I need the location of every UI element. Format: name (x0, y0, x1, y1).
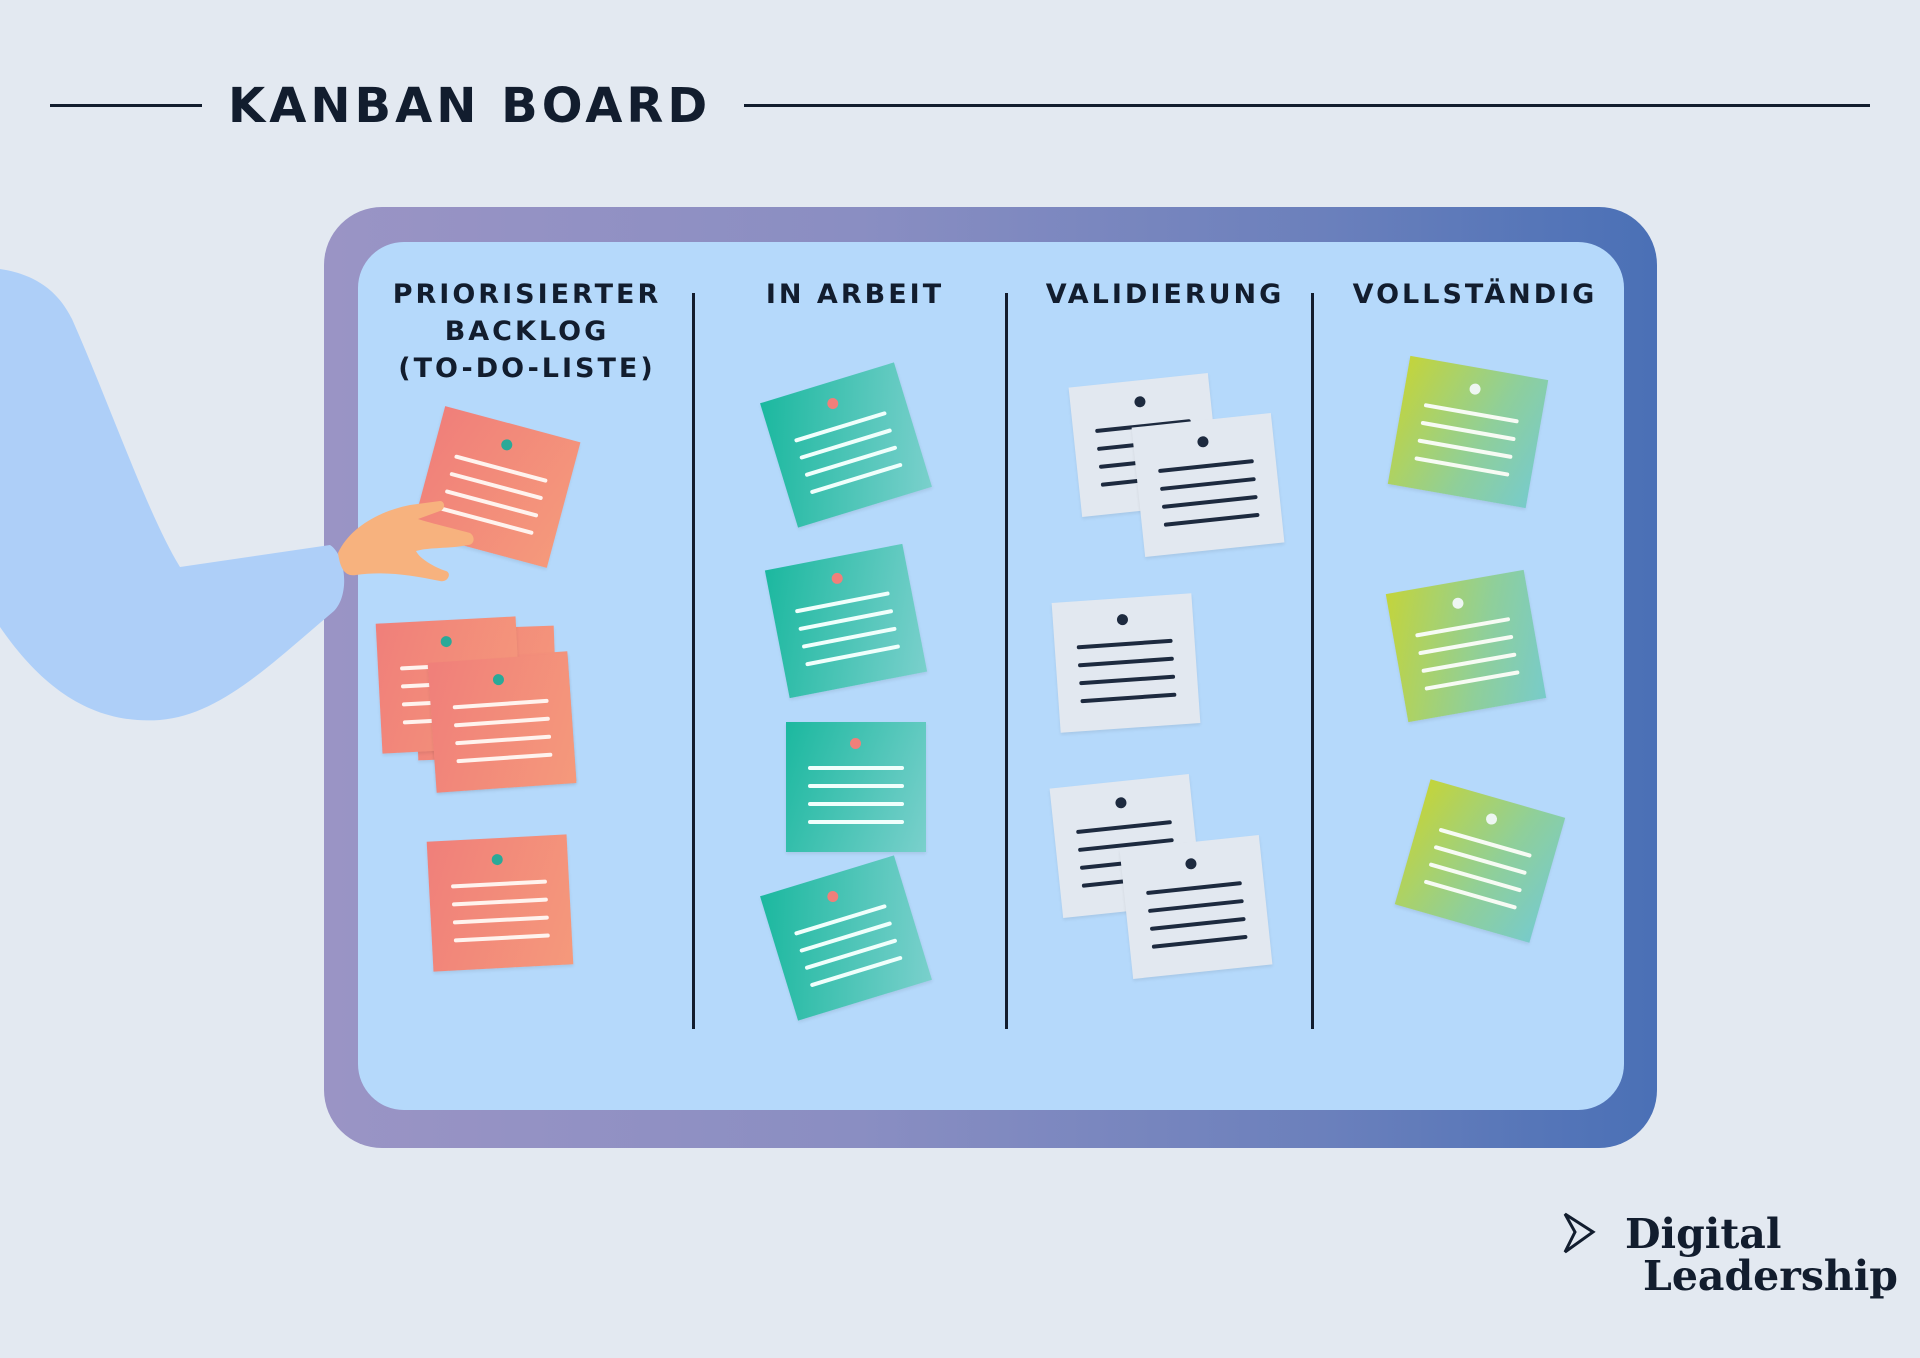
complete-card[interactable] (1388, 356, 1548, 508)
validation-card[interactable] (1120, 835, 1273, 979)
logo-line-1: Digital (1625, 1214, 1781, 1255)
hand-illustration (0, 255, 490, 735)
pin-icon (1117, 614, 1129, 626)
column-header-complete: VOLLSTÄNDIG (1325, 276, 1625, 313)
pin-icon (493, 674, 505, 686)
pin-icon (1185, 858, 1197, 870)
chevron-right-icon (1560, 1210, 1598, 1258)
in-progress-card[interactable] (786, 722, 926, 852)
pin-icon (1452, 597, 1465, 610)
column-divider-2 (1005, 293, 1008, 1029)
backlog-card[interactable] (427, 834, 574, 971)
in-progress-card[interactable] (765, 544, 927, 698)
sleeve (0, 269, 344, 720)
validation-card[interactable] (1132, 413, 1285, 557)
pin-icon (1469, 383, 1482, 396)
logo-line-2: Leadership (1643, 1256, 1898, 1297)
column-divider-1 (692, 293, 695, 1029)
page-title: KANBAN BOARD (228, 78, 711, 134)
column-header-validation: VALIDIERUNG (1020, 276, 1310, 313)
pin-icon (491, 854, 503, 866)
pin-icon (1485, 812, 1499, 826)
hand (338, 501, 474, 581)
pin-icon (850, 738, 861, 749)
header: KANBAN BOARD (0, 0, 1920, 200)
pin-icon (826, 890, 840, 904)
column-header-in-progress: IN ARBEIT (715, 276, 995, 313)
column-divider-3 (1311, 293, 1314, 1029)
pin-icon (1115, 797, 1127, 809)
title-rule-right (744, 104, 1870, 107)
title-rule-left (50, 104, 202, 107)
pin-icon (1134, 396, 1146, 408)
pin-icon (826, 397, 840, 411)
pin-icon (500, 438, 513, 451)
validation-card[interactable] (1052, 593, 1201, 732)
complete-card[interactable] (1386, 570, 1546, 722)
pin-icon (1197, 436, 1209, 448)
pin-icon (831, 572, 844, 585)
